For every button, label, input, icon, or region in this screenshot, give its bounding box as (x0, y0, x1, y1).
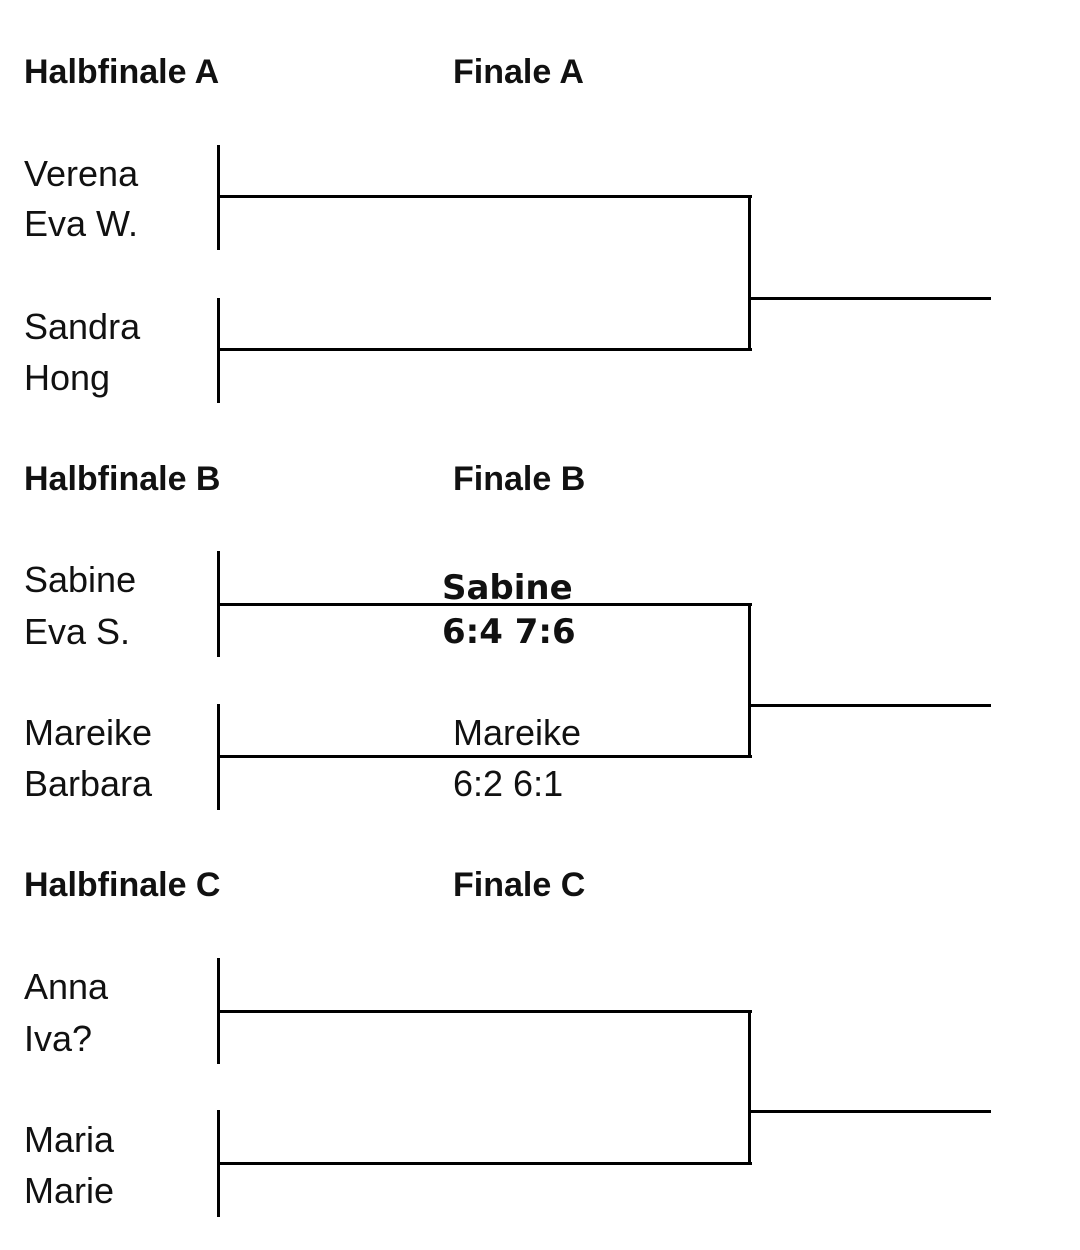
match1-result-score: 6:4 7:6 (442, 612, 576, 652)
final-a-heading: Finale A (453, 53, 584, 91)
semifinal-a-match2-player1: Sandra (24, 306, 141, 347)
bracket-line (217, 755, 752, 758)
bracket-line (748, 603, 751, 758)
bracket-line (748, 195, 751, 351)
semifinal-b-match1-player2: Eva S. (24, 611, 131, 652)
bracket-line (217, 1162, 752, 1165)
bracket-line (748, 1110, 991, 1113)
final-b-heading: Finale B (453, 460, 586, 498)
semifinal-a-heading: Halbfinale A (24, 53, 220, 91)
semifinal-a-match2-player2: Hong (24, 357, 111, 398)
semifinal-b-heading: Halbfinale B (24, 460, 221, 498)
semifinal-b-match2-player1: Mareike (24, 712, 153, 753)
semifinal-c-heading: Halbfinale C (24, 866, 221, 904)
bracket-line (748, 704, 991, 707)
match1-result-winner: Sabine (442, 568, 573, 608)
semifinal-b-match1-player1: Sabine (24, 559, 137, 600)
bracket-line (217, 1010, 752, 1013)
bracket-line (748, 297, 991, 300)
bracket-line (217, 348, 752, 351)
semifinal-c-match2-player2: Marie (24, 1170, 115, 1211)
semifinal-a-match1-player2: Eva W. (24, 203, 139, 244)
final-c-heading: Finale C (453, 866, 586, 904)
semifinal-c-match2-player1: Maria (24, 1119, 115, 1160)
match2-result-winner: Mareike (453, 712, 582, 753)
semifinal-b-match2-player2: Barbara (24, 763, 153, 804)
semifinal-a-match1-player1: Verena (24, 153, 139, 194)
semifinal-c-match1-player2: Iva? (24, 1018, 93, 1059)
bracket-line (217, 195, 752, 198)
semifinal-c-match1-player1: Anna (24, 966, 109, 1007)
bracket-line (217, 603, 752, 606)
match2-result-score: 6:2 6:1 (453, 763, 564, 804)
bracket-line (748, 1010, 751, 1165)
